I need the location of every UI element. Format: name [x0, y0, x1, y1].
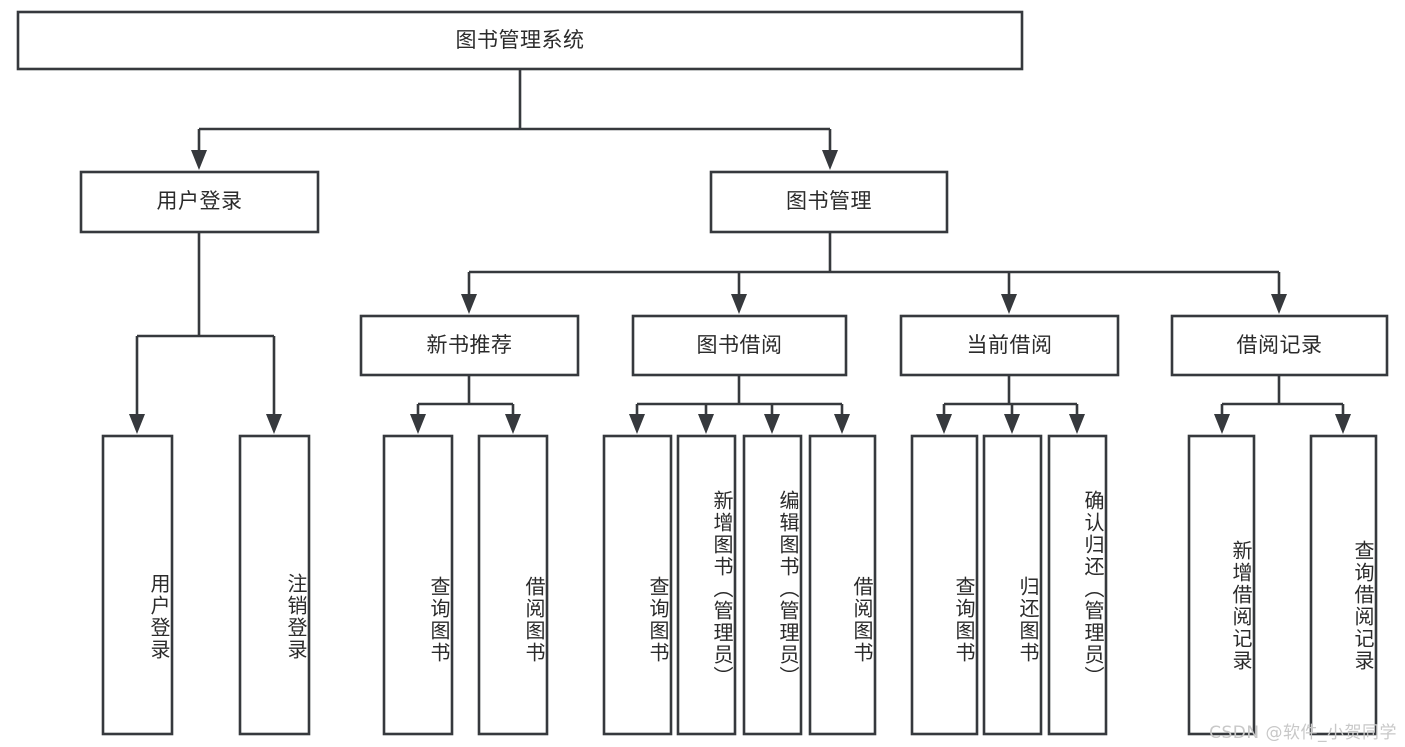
leaf-box-book-borrow-4[interactable]: [808, 434, 877, 736]
arrow-book-borrow-leaf3: [764, 414, 780, 434]
arrow-book-borrow-leaf1: [629, 414, 645, 434]
arrow-bm-to-current-borrow: [1001, 294, 1017, 314]
leaf-box-new-book-2[interactable]: [477, 434, 549, 736]
leaf-box-user-login-1[interactable]: [101, 434, 174, 736]
leaf-box-book-borrow-1[interactable]: [602, 434, 673, 736]
csdn-watermark: CSDN @软件_小贺同学: [1209, 723, 1397, 743]
arrow-user-login-leaf1: [129, 414, 145, 434]
node-box-borrow-record[interactable]: [1170, 314, 1389, 377]
leaf-box-borrow-record-2[interactable]: [1309, 434, 1378, 736]
leaf-box-new-book-1[interactable]: [382, 434, 454, 736]
arrow-current-borrow-leaf1: [936, 414, 952, 434]
leaf-box-current-borrow-3[interactable]: [1047, 434, 1108, 736]
arrow-root-to-user-login: [191, 150, 207, 170]
arrow-book-borrow-leaf4: [834, 414, 850, 434]
arrow-user-login-leaf2: [266, 414, 282, 434]
arrow-new-book-leaf2: [505, 414, 521, 434]
leaf-box-book-borrow-3[interactable]: [742, 434, 803, 736]
leaf-box-current-borrow-1[interactable]: [910, 434, 979, 736]
node-box-user-login[interactable]: [79, 170, 320, 234]
arrow-bm-to-book-borrow: [731, 294, 747, 314]
arrow-current-borrow-leaf3: [1069, 414, 1085, 434]
arrow-bm-to-borrow-record: [1271, 294, 1287, 314]
arrow-bm-to-new-book: [461, 294, 477, 314]
leaf-box-book-borrow-2[interactable]: [676, 434, 737, 736]
arrow-new-book-leaf1: [410, 414, 426, 434]
leaf-box-user-login-2[interactable]: [238, 434, 311, 736]
leaf-box-current-borrow-2[interactable]: [982, 434, 1043, 736]
node-box-new-book-recommend[interactable]: [359, 314, 580, 377]
arrow-book-borrow-leaf2: [698, 414, 714, 434]
node-box-root[interactable]: [16, 10, 1024, 71]
arrow-root-to-book-management: [822, 150, 838, 170]
arrow-current-borrow-leaf2: [1004, 414, 1020, 434]
arrow-borrow-record-leaf1: [1214, 414, 1230, 434]
arrow-borrow-record-leaf2: [1335, 414, 1351, 434]
node-box-current-borrow[interactable]: [899, 314, 1120, 377]
leaf-box-borrow-record-1[interactable]: [1187, 434, 1256, 736]
node-box-book-borrow[interactable]: [631, 314, 848, 377]
node-box-book-management[interactable]: [709, 170, 949, 234]
